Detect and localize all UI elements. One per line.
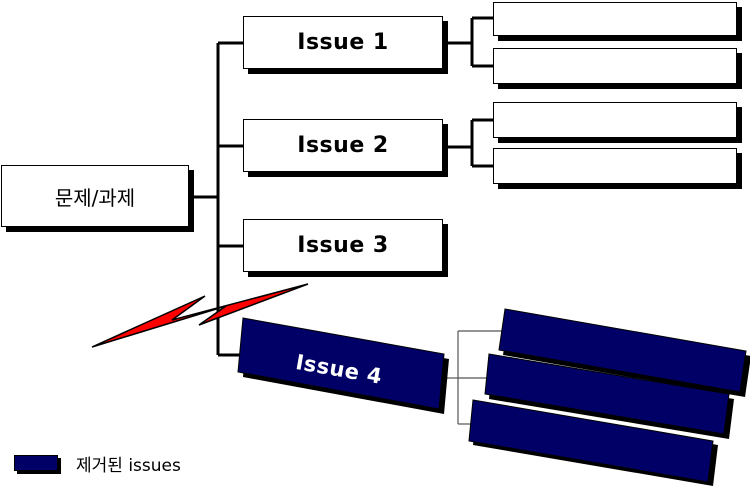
removed-sub-issue-box-1 bbox=[498, 308, 747, 393]
root-problem-label: 문제/과제 bbox=[54, 185, 136, 210]
issue-3-label: Issue 3 bbox=[297, 233, 389, 258]
root-problem-box: 문제/과제 bbox=[1, 165, 189, 227]
removed-sub-issue-box-2 bbox=[484, 353, 730, 435]
issue-1-label: Issue 1 bbox=[297, 30, 389, 55]
issue-3-box: Issue 3 bbox=[243, 219, 443, 272]
legend: 제거된 issues bbox=[14, 452, 181, 476]
issue-1-box: Issue 1 bbox=[243, 16, 443, 69]
issue-2-box: Issue 2 bbox=[243, 119, 443, 172]
sub-issue-box-2-1 bbox=[493, 102, 737, 138]
sub-issue-box-2-2 bbox=[493, 148, 737, 184]
lightning-bolt-icon bbox=[91, 283, 309, 348]
legend-label: 제거된 issues bbox=[76, 455, 181, 476]
removed-sub-issue-box-3 bbox=[468, 399, 714, 483]
issue-4-box bbox=[237, 317, 445, 410]
issue-2-label: Issue 2 bbox=[297, 133, 389, 158]
legend-swatch bbox=[14, 455, 58, 471]
sub-issue-box-1-2 bbox=[493, 48, 737, 84]
sub-issue-box-1-1 bbox=[493, 2, 737, 36]
